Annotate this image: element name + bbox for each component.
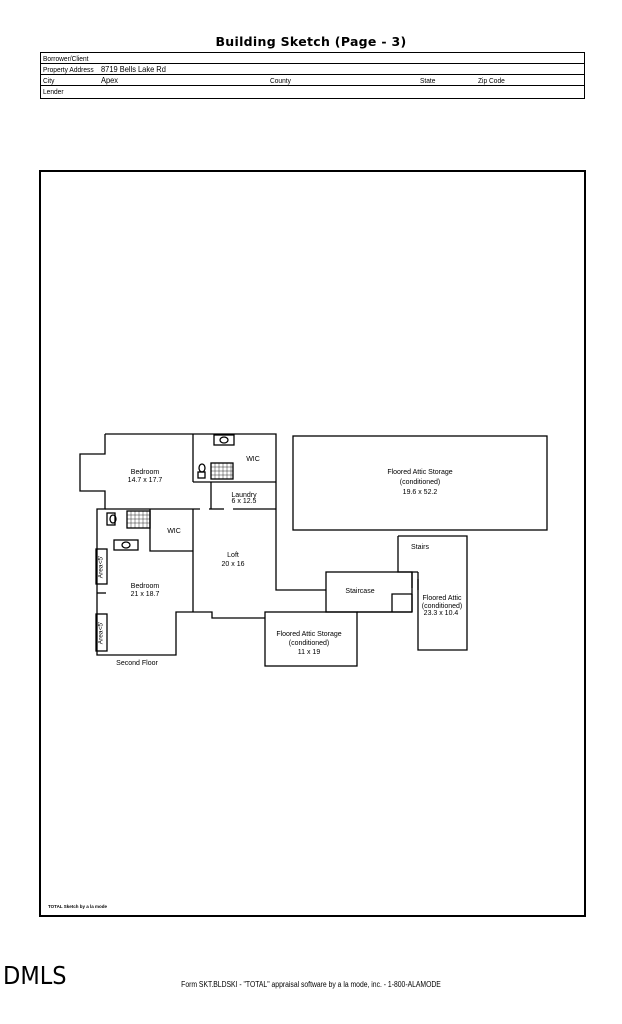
property-value: 8719 Bells Lake Rd [101, 64, 166, 74]
sketch-frame [39, 170, 586, 917]
city-row: City Apex County State Zip Code [41, 75, 584, 86]
borrower-label: Borrower/Client [43, 54, 89, 63]
city-label: City [43, 76, 55, 85]
borrower-row: Borrower/Client [41, 53, 584, 64]
header-table: Borrower/Client Property Address 8719 Be… [40, 52, 585, 99]
lender-label: Lender [43, 87, 64, 96]
property-label: Property Address [43, 65, 94, 74]
state-label: State [420, 76, 436, 85]
city-value: Apex [101, 75, 119, 85]
dmls-watermark: DMLS [3, 961, 67, 990]
county-label: County [270, 76, 291, 85]
property-row: Property Address 8719 Bells Lake Rd [41, 64, 584, 75]
page-title: Building Sketch (Page - 3) [215, 34, 407, 49]
lender-row: Lender [41, 86, 584, 97]
zip-label: Zip Code [478, 76, 505, 85]
sketch-credit: TOTAL Sketch by a la mode [48, 904, 108, 909]
form-footer: Form SKT.BLDSKI - "TOTAL" appraisal soft… [181, 980, 441, 989]
